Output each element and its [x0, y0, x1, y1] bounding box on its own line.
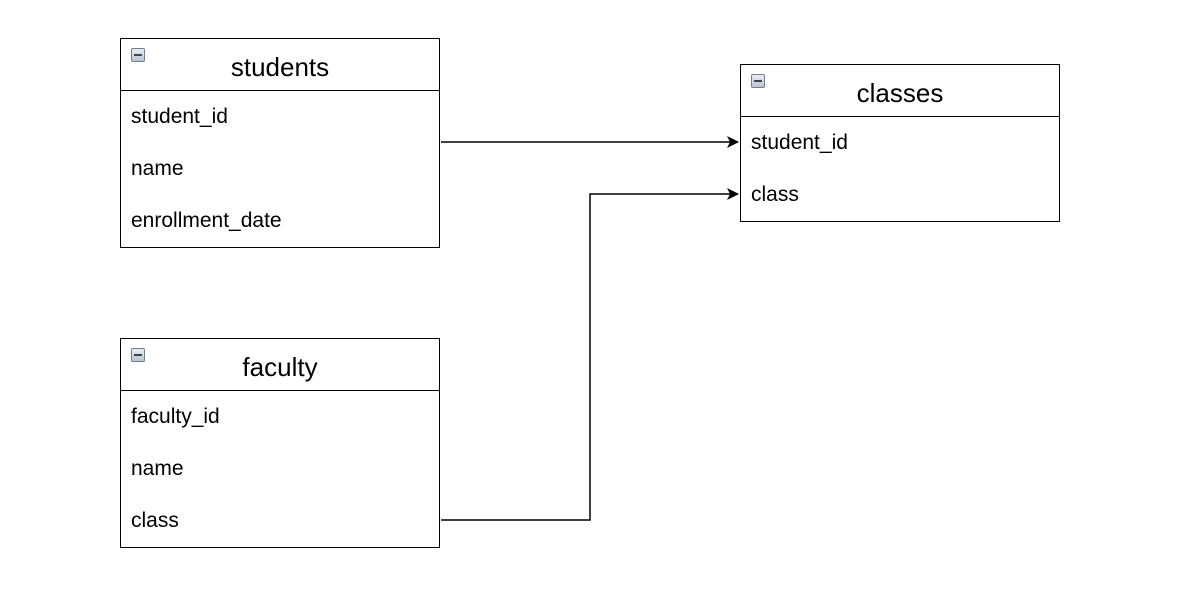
faculty-field-faculty-id[interactable]: faculty_id [131, 405, 220, 428]
students-table[interactable]: students student_id name enrollment_date [120, 38, 440, 248]
classes-table-header[interactable]: classes [741, 65, 1059, 117]
faculty-field-name[interactable]: name [131, 457, 184, 480]
classes-table-title: classes [856, 77, 944, 108]
students-field-name[interactable]: name [131, 157, 184, 180]
faculty-table-title: faculty [242, 351, 318, 382]
classes-table[interactable]: classes student_id class [740, 64, 1060, 222]
classes-field-student-id[interactable]: student_id [751, 131, 848, 154]
faculty-field-list: faculty_id name class [121, 391, 439, 547]
faculty-table-header[interactable]: faculty [121, 339, 439, 391]
students-table-title: students [230, 51, 330, 82]
students-field-student-id[interactable]: student_id [131, 105, 228, 128]
faculty-table[interactable]: faculty faculty_id name class [120, 338, 440, 548]
classes-field-list: student_id class [741, 117, 1059, 221]
minus-box-icon[interactable] [751, 74, 765, 88]
faculty-field-class[interactable]: class [131, 509, 179, 532]
minus-box-icon[interactable] [131, 348, 145, 362]
students-table-header[interactable]: students [121, 39, 439, 91]
minus-box-icon[interactable] [131, 48, 145, 62]
faculty-class-to-classes-class-connector [441, 188, 739, 521]
students-field-list: student_id name enrollment_date [121, 91, 439, 247]
classes-field-class[interactable]: class [751, 183, 799, 206]
students-field-enrollment-date[interactable]: enrollment_date [131, 209, 282, 232]
